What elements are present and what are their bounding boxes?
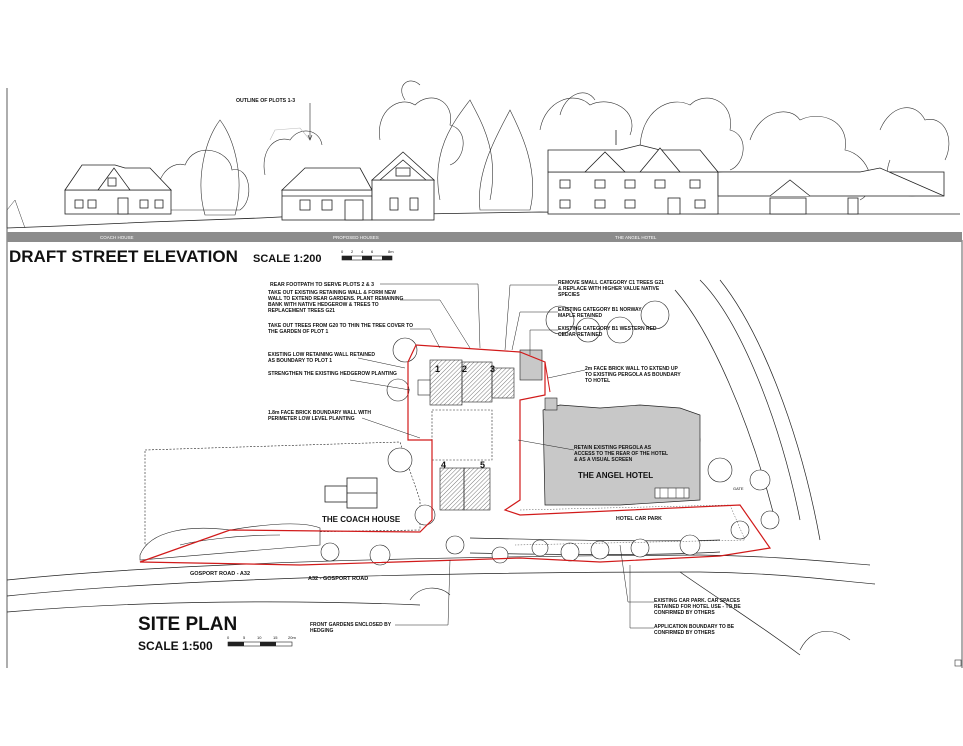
plan-tick-10: 10 bbox=[257, 635, 262, 640]
bar-label-proposed-houses: PROPOSED HOUSES bbox=[333, 235, 379, 240]
note-hedgerow: STRENGTHEN THE EXISTING HEDGEROW PLANTIN… bbox=[268, 371, 397, 377]
site-plan: GOSPORT ROAD - A32 A32 - GOSPORT ROAD TH… bbox=[6, 279, 876, 656]
note-boundary-wall: 1.8m FACE BRICK BOUNDARY WALL WITH PERIM… bbox=[268, 410, 371, 422]
note-car-park: EXISTING CAR PARK. CAR SPACES RETAINED F… bbox=[654, 598, 741, 616]
proposed-houses-plan bbox=[417, 359, 515, 511]
plot-2-label: 2 bbox=[462, 364, 467, 374]
proposed-houses-elevation bbox=[281, 151, 436, 221]
site-plan-scale-bar: 0 5 10 15 20m bbox=[227, 635, 296, 647]
notes-left: REAR FOOTPATH TO SERVE PLOTS 2 & 3 TAKE … bbox=[268, 282, 481, 439]
elevation-title: DRAFT STREET ELEVATION bbox=[9, 247, 238, 266]
elev-tick-8m: 8m bbox=[388, 249, 394, 254]
note-remove-trees: REMOVE SMALL CATEGORY C1 TREES G21 & REP… bbox=[558, 280, 664, 298]
note-retaining-wall: TAKE OUT EXISTING RETAINING WALL & FORM … bbox=[268, 290, 404, 314]
plan-tick-5: 5 bbox=[243, 635, 246, 640]
outline-plots-label: OUTLINE OF PLOTS 1-3 bbox=[236, 98, 295, 104]
angel-hotel-elevation bbox=[547, 130, 945, 215]
note-application-boundary: APPLICATION BOUNDARY TO BE CONFIRMED BY … bbox=[654, 624, 735, 636]
note-rear-footpath: REAR FOOTPATH TO SERVE PLOTS 2 & 3 bbox=[270, 282, 374, 288]
corner-mark bbox=[954, 659, 962, 667]
elev-tick-0: 0 bbox=[341, 249, 344, 254]
elevation-scale-bar: 0 2 4 6 8m bbox=[341, 249, 394, 261]
coach-house-building bbox=[324, 477, 378, 509]
tree-clumps bbox=[139, 300, 851, 651]
note-take-out-trees: TAKE OUT TREES FROM G20 TO THIN THE TREE… bbox=[268, 323, 414, 335]
note-western-cedar: EXISTING CATEGORY B1 WESTERN RED CEDAR R… bbox=[558, 326, 657, 338]
car-park-outline bbox=[514, 504, 746, 546]
gate-label: GATE bbox=[733, 486, 744, 491]
angel-hotel-building bbox=[519, 349, 701, 506]
elevation-trees bbox=[157, 80, 950, 216]
elev-tick-6: 6 bbox=[371, 249, 374, 254]
site-plan-scale: SCALE 1:500 bbox=[138, 639, 213, 653]
note-low-retaining-wall: EXISTING LOW RETAINING WALL RETAINED AS … bbox=[268, 352, 375, 364]
note-brick-wall: 2m FACE BRICK WALL TO EXTEND UP TO EXIST… bbox=[585, 366, 681, 384]
plot-5-label: 5 bbox=[480, 460, 485, 470]
note-front-gardens: FRONT GARDENS ENCLOSED BY HEDGING bbox=[310, 622, 392, 634]
car-park-label: HOTEL CAR PARK bbox=[616, 516, 662, 522]
bar-label-angel-hotel: THE ANGEL HOTEL bbox=[615, 235, 657, 240]
elevation-scale: SCALE 1:200 bbox=[253, 253, 321, 265]
hotel-label: THE ANGEL HOTEL bbox=[578, 471, 653, 480]
bar-label-coach-house: COACH HOUSE bbox=[100, 235, 134, 240]
plot-4-label: 4 bbox=[441, 460, 446, 470]
road-label-2: A32 - GOSPORT ROAD bbox=[308, 576, 368, 582]
plot-3-label: 3 bbox=[490, 364, 495, 374]
plot-1-label: 1 bbox=[435, 364, 440, 374]
coach-house-elevation bbox=[64, 164, 172, 215]
road-label-1: GOSPORT ROAD - A32 bbox=[190, 571, 250, 577]
notes-bottom: FRONT GARDENS ENCLOSED BY HEDGING EXISTI… bbox=[310, 544, 741, 636]
elev-tick-4: 4 bbox=[361, 249, 364, 254]
plan-tick-15: 15 bbox=[273, 635, 278, 640]
site-plan-title: SITE PLAN bbox=[138, 614, 237, 635]
note-norway-maple: EXISTING CATEGORY B1 NORWAY MAPLE RETAIN… bbox=[558, 307, 642, 319]
notes-right: REMOVE SMALL CATEGORY C1 TREES G21 & REP… bbox=[504, 280, 681, 463]
application-boundary bbox=[139, 344, 772, 566]
coach-house-label: THE COACH HOUSE bbox=[322, 515, 401, 524]
elevation-base-bar bbox=[7, 232, 962, 242]
street-elevation: OUTLINE OF PLOTS 1-3 COACH HOUSE PROPOSE… bbox=[6, 80, 962, 266]
plan-tick-0: 0 bbox=[227, 635, 230, 640]
note-pergola: RETAIN EXISTING PERGOLA AS ACCESS TO THE… bbox=[574, 445, 668, 463]
outline-annotation: OUTLINE OF PLOTS 1-3 bbox=[236, 98, 313, 141]
plan-tick-20m: 20m bbox=[288, 635, 296, 640]
elev-tick-2: 2 bbox=[351, 249, 354, 254]
